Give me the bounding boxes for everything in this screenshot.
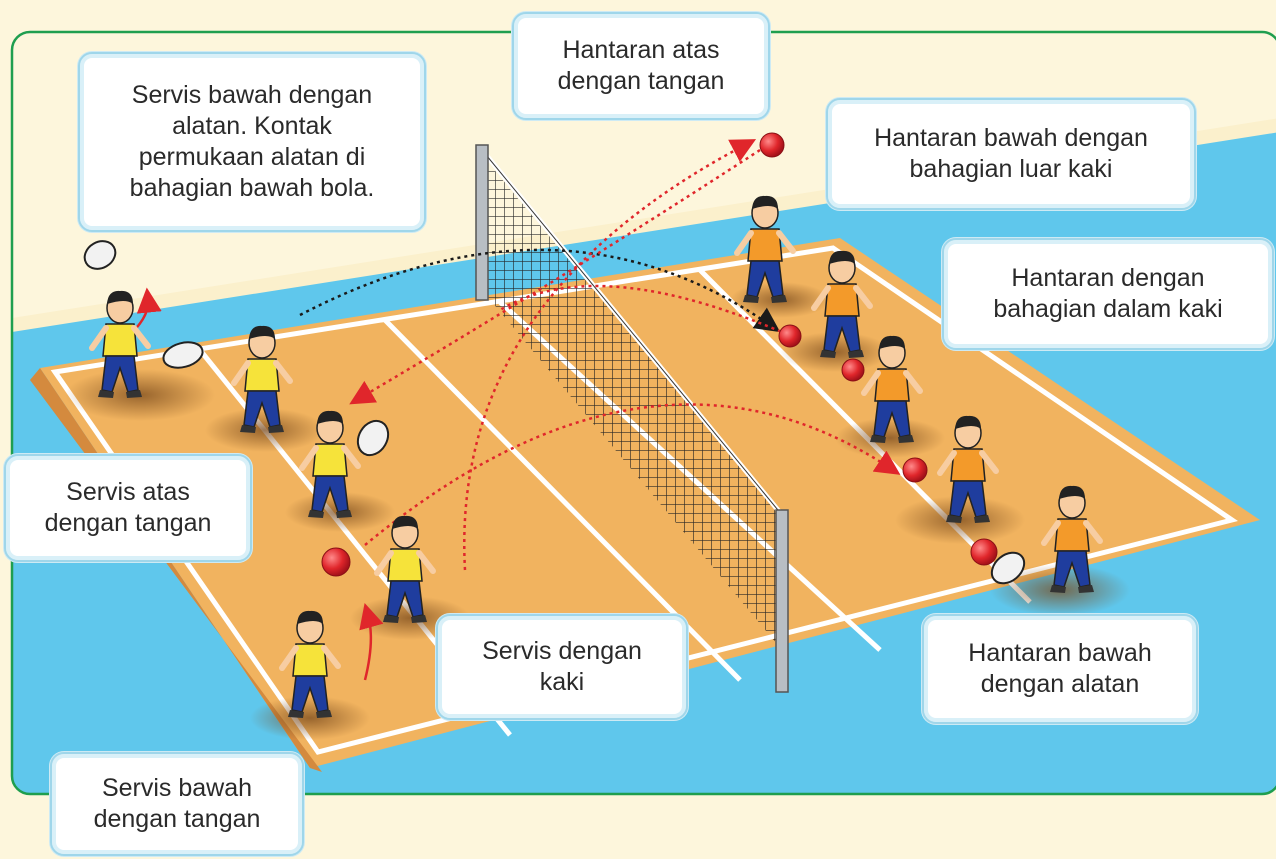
racket-icon [83,240,1026,585]
label-servis-bawah-tangan: Servis bawah dengan tangan [50,752,304,856]
label-hantaran-bawah-luar-kaki: Hantaran bawah dengan bahagian luar kaki [826,98,1196,210]
ball-paths [117,139,901,681]
label-servis-atas-tangan: Servis atas dengan tangan [4,454,252,562]
court-surface [40,238,1260,768]
label-servis-kaki: Servis dengan kaki [436,614,688,720]
label-hantaran-atas-tangan: Hantaran atas dengan tangan [512,12,770,120]
label-hantaran-bawah-alatan: Hantaran bawah dengan alatan [922,614,1198,724]
label-hantaran-dalam-kaki: Hantaran dengan bahagian dalam kaki [942,238,1274,350]
ball-icon [321,132,998,577]
label-servis-bawah-alatan: Servis bawah dengan alatan. Kontak permu… [78,52,426,232]
